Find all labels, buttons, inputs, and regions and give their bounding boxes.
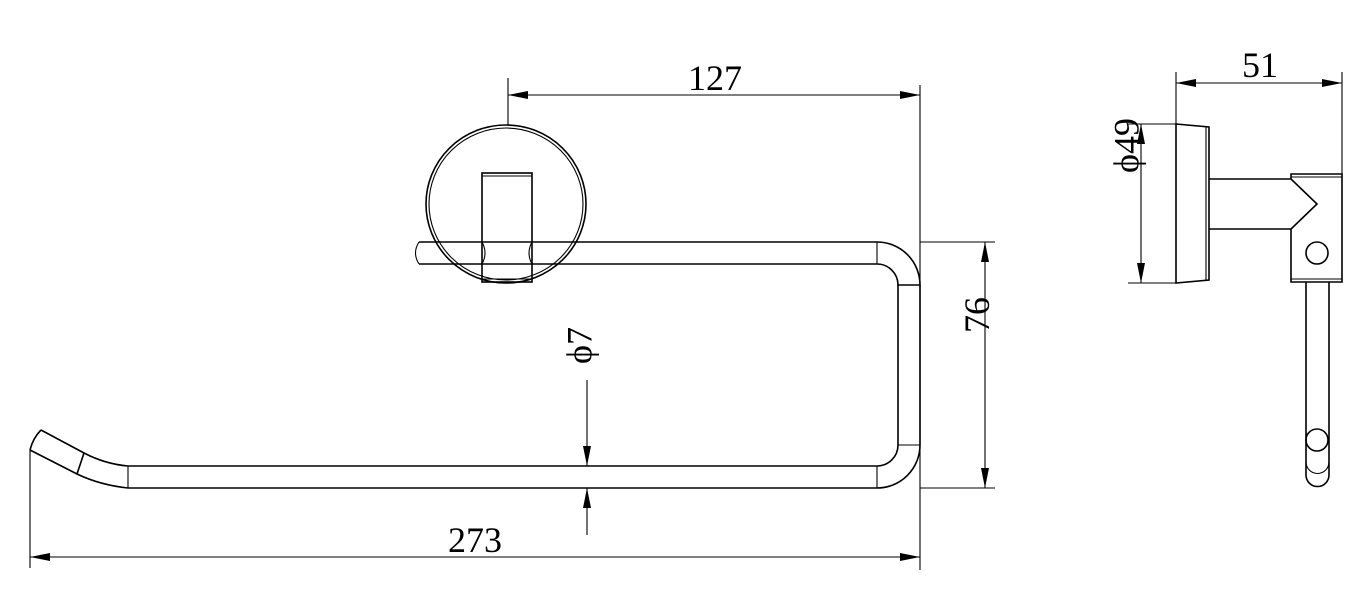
- side-dimensions: 51 ϕ49: [1107, 45, 1343, 284]
- wall-plate-outline: [425, 124, 587, 284]
- dim-label-phi49: ϕ49: [1107, 118, 1147, 173]
- dim-label-127: 127: [688, 58, 742, 98]
- bottom-bar: [128, 444, 921, 489]
- dim-label-51: 51: [1242, 45, 1278, 85]
- side-rod: [1305, 282, 1330, 488]
- dim-label-phi7: ϕ7: [560, 327, 600, 364]
- side-block: [1290, 173, 1343, 283]
- front-dimensions: 127 76 ϕ7 273: [29, 58, 997, 570]
- side-rod-end: [1305, 428, 1329, 452]
- side-hole: [1305, 241, 1329, 265]
- vertical-bar: [897, 285, 921, 445]
- front-view: [29, 124, 921, 489]
- side-view: [1175, 123, 1343, 488]
- dim-label-76: 76: [957, 297, 997, 333]
- side-arm: [1209, 178, 1291, 230]
- bent-tip: [29, 429, 129, 489]
- side-wall-plate: [1175, 123, 1210, 284]
- wall-plate-inner: [428, 127, 584, 281]
- mount-block: [481, 172, 533, 283]
- bar-end-cap: [414, 241, 420, 265]
- dim-label-273: 273: [448, 520, 502, 560]
